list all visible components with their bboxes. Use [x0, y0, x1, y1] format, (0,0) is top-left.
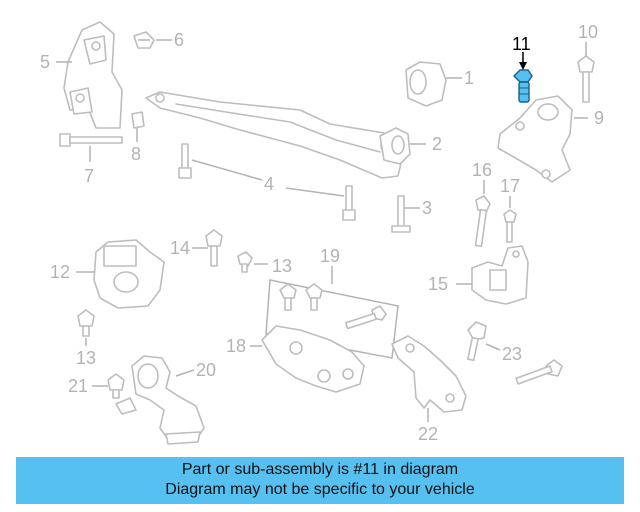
- parts-diagram: 5 6 7 8 4 1: [40, 21, 604, 445]
- label-20: 20: [196, 360, 216, 380]
- part-9-mount-bracket[interactable]: [497, 95, 573, 183]
- part-21-bolt[interactable]: [107, 373, 125, 399]
- label-9: 9: [594, 108, 604, 128]
- part-4-bolt-b[interactable]: [342, 185, 356, 221]
- part-12-mount[interactable]: [93, 239, 165, 309]
- part-13-bolt-upper[interactable]: [237, 251, 253, 273]
- label-13-lower: 13: [76, 348, 96, 368]
- label-15: 15: [428, 274, 448, 294]
- part-15-mount[interactable]: [471, 245, 529, 305]
- label-11: 11: [512, 34, 531, 54]
- label-8: 8: [131, 144, 141, 164]
- part-5-bracket[interactable]: [63, 21, 123, 129]
- part-18-bracket[interactable]: [261, 325, 365, 393]
- label-23: 23: [502, 344, 522, 364]
- part-16-bolt[interactable]: [474, 195, 491, 248]
- part-23-long-bolt[interactable]: [515, 359, 563, 385]
- banner-line-1: Part or sub-assembly is #11 in diagram: [181, 461, 459, 478]
- label-16: 16: [472, 160, 492, 180]
- label-7: 7: [84, 166, 94, 186]
- label-17: 17: [500, 176, 520, 196]
- label-1: 1: [464, 68, 474, 88]
- part-7-bolt[interactable]: [59, 133, 123, 147]
- part-6-nut[interactable]: [133, 31, 155, 49]
- part-8-clip[interactable]: [131, 111, 145, 129]
- label-3: 3: [422, 198, 432, 218]
- part-17-bolt[interactable]: [503, 209, 517, 243]
- part-10-bolt[interactable]: [577, 55, 595, 103]
- label-2: 2: [432, 134, 442, 154]
- label-10: 10: [578, 22, 598, 42]
- label-22: 22: [418, 424, 438, 444]
- part-22-bracket[interactable]: [391, 335, 467, 413]
- part-3-bolt[interactable]: [391, 195, 411, 233]
- part-2-mount[interactable]: [379, 127, 411, 165]
- label-5: 5: [40, 52, 50, 72]
- part-1-mount[interactable]: [405, 61, 447, 107]
- banner-line-2: Diagram may not be specific to your vehi…: [165, 481, 475, 498]
- label-19: 19: [320, 246, 340, 266]
- label-21: 21: [68, 376, 88, 396]
- part-19-kit[interactable]: [265, 279, 399, 359]
- label-14: 14: [170, 238, 190, 258]
- part-11-bolt-highlighted[interactable]: [513, 69, 533, 103]
- part-14-bolt[interactable]: [205, 229, 223, 267]
- part-23-bolt[interactable]: [466, 321, 487, 362]
- info-banner: Part or sub-assembly is #11 in diagram D…: [16, 457, 624, 504]
- label-4: 4: [264, 174, 274, 194]
- label-12: 12: [50, 262, 70, 282]
- part-20-mount[interactable]: [115, 355, 205, 445]
- label-13-upper: 13: [272, 256, 292, 276]
- label-18: 18: [226, 336, 246, 356]
- part-13-bolt-lower[interactable]: [77, 309, 95, 337]
- part-4-bolt-a[interactable]: [178, 143, 192, 179]
- label-6: 6: [174, 30, 184, 50]
